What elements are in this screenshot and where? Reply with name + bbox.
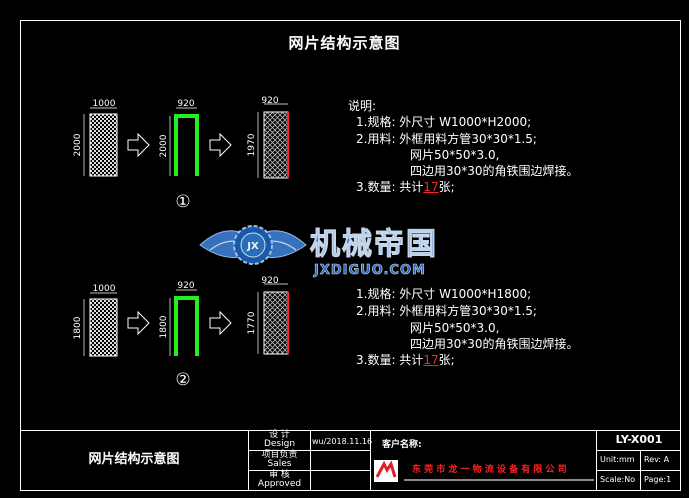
- mesh-2: [263, 291, 289, 355]
- notes-1-line-5: 3.数量: 共计17张;: [356, 178, 455, 195]
- notes-1-line-2: 2.用料: 外框用料方管30*30*1.5;: [356, 132, 537, 146]
- notes-1-qty-prefix: 3.数量: 共计: [356, 180, 424, 194]
- company-address-line: [404, 479, 594, 481]
- company-name: 东 莞 市 龙 一 物 流 设 备 有 限 公 司: [412, 465, 567, 475]
- figure-1-marker: ①: [175, 192, 190, 212]
- unit-label: Unit:mm: [600, 455, 635, 464]
- notes-2-qty-prefix: 3.数量: 共计: [356, 353, 424, 367]
- drawing-number: LY-X001: [615, 433, 663, 446]
- arrow-2a: [127, 310, 150, 336]
- notes-2-qty: 17: [423, 353, 439, 367]
- mesh-1-height: 1970: [247, 133, 257, 156]
- notes-2-line-3: 网片50*50*3.0,: [410, 321, 500, 335]
- watermark-logo: JX 机械帝国 JXDIGUO.COM: [199, 225, 438, 278]
- customer-label: 客户名称:: [382, 440, 422, 450]
- title-block-name: 网片结构示意图: [88, 452, 180, 467]
- frame-1-width: 920: [177, 99, 194, 109]
- approve-label: 审 核 Approved: [249, 471, 310, 489]
- frame-1-height: 2000: [159, 134, 169, 157]
- frame-1: [174, 114, 199, 176]
- notes-1-heading: 说明:: [348, 99, 377, 113]
- scale-label: Scale:No: [600, 475, 636, 484]
- drawing-border: [20, 20, 681, 491]
- rev-label: Rev: A: [644, 455, 670, 464]
- drawing-title: 网片结构示意图: [288, 34, 401, 52]
- panel-2-height: 1800: [73, 316, 83, 339]
- panel-1: [89, 113, 118, 177]
- design-date: wu/2018.11.16: [312, 437, 373, 446]
- company-logo-icon: [374, 460, 398, 482]
- mesh-2-width: 920: [261, 276, 278, 286]
- figure-2: 1000 1800 920 1800 920 1770 ②: [73, 276, 289, 390]
- design-label-cn: 设 计: [269, 430, 290, 440]
- panel-2-width: 1000: [93, 284, 116, 294]
- approve-label-cn: 审 核: [269, 470, 290, 480]
- mesh-1: [263, 111, 289, 179]
- notes-2-line-2: 2.用料: 外框用料方管30*30*1.5;: [356, 304, 537, 318]
- frame-2-height: 1800: [159, 315, 169, 338]
- approve-label-en: Approved: [257, 479, 302, 489]
- notes-2-line-5: 3.数量: 共计17张;: [356, 351, 455, 368]
- arrow-2b: [209, 310, 232, 336]
- figure-2-marker: ②: [175, 370, 190, 390]
- notes-1-line-1: 1.规格: 外尺寸 W1000*H2000;: [356, 115, 532, 129]
- notes-1-line-4: 四边用30*30的角铁围边焊接。: [410, 164, 579, 178]
- frame-2: [174, 296, 199, 356]
- notes-2-qty-suffix: 张;: [438, 353, 455, 367]
- mesh-1-width: 920: [261, 96, 278, 106]
- panel-2: [89, 298, 118, 357]
- notes-2-line-4: 四边用30*30的角铁围边焊接。: [410, 337, 579, 351]
- arrow-1b: [209, 132, 232, 158]
- mesh-2-height: 1770: [247, 311, 257, 334]
- figure-1: 1000 2000 920 2000 920 1970 ①: [73, 96, 289, 212]
- notes-2-line-1: 1.规格: 外尺寸 W1000*H1800;: [356, 287, 532, 301]
- notes-1-line-3: 网片50*50*3.0,: [410, 148, 500, 162]
- notes-1-qty: 17: [423, 180, 439, 194]
- pm-label-cn: 项目负责: [261, 450, 298, 460]
- design-label-en: Design: [263, 439, 296, 449]
- frame-2-width: 920: [177, 281, 194, 291]
- notes-1-qty-suffix: 张;: [438, 180, 455, 194]
- watermark-cn: 机械帝国: [310, 227, 438, 262]
- watermark-badge: JX: [246, 241, 259, 252]
- panel-1-width: 1000: [93, 99, 116, 109]
- design-label: 设 计 Design: [249, 431, 310, 449]
- watermark-en: JXDIGUO.COM: [313, 263, 426, 278]
- page-label: Page:1: [644, 475, 672, 484]
- panel-1-height: 2000: [73, 133, 83, 156]
- pm-label-en: Sales: [267, 459, 292, 469]
- pm-label: 项目负责 Sales: [249, 451, 310, 469]
- arrow-1a: [127, 132, 150, 158]
